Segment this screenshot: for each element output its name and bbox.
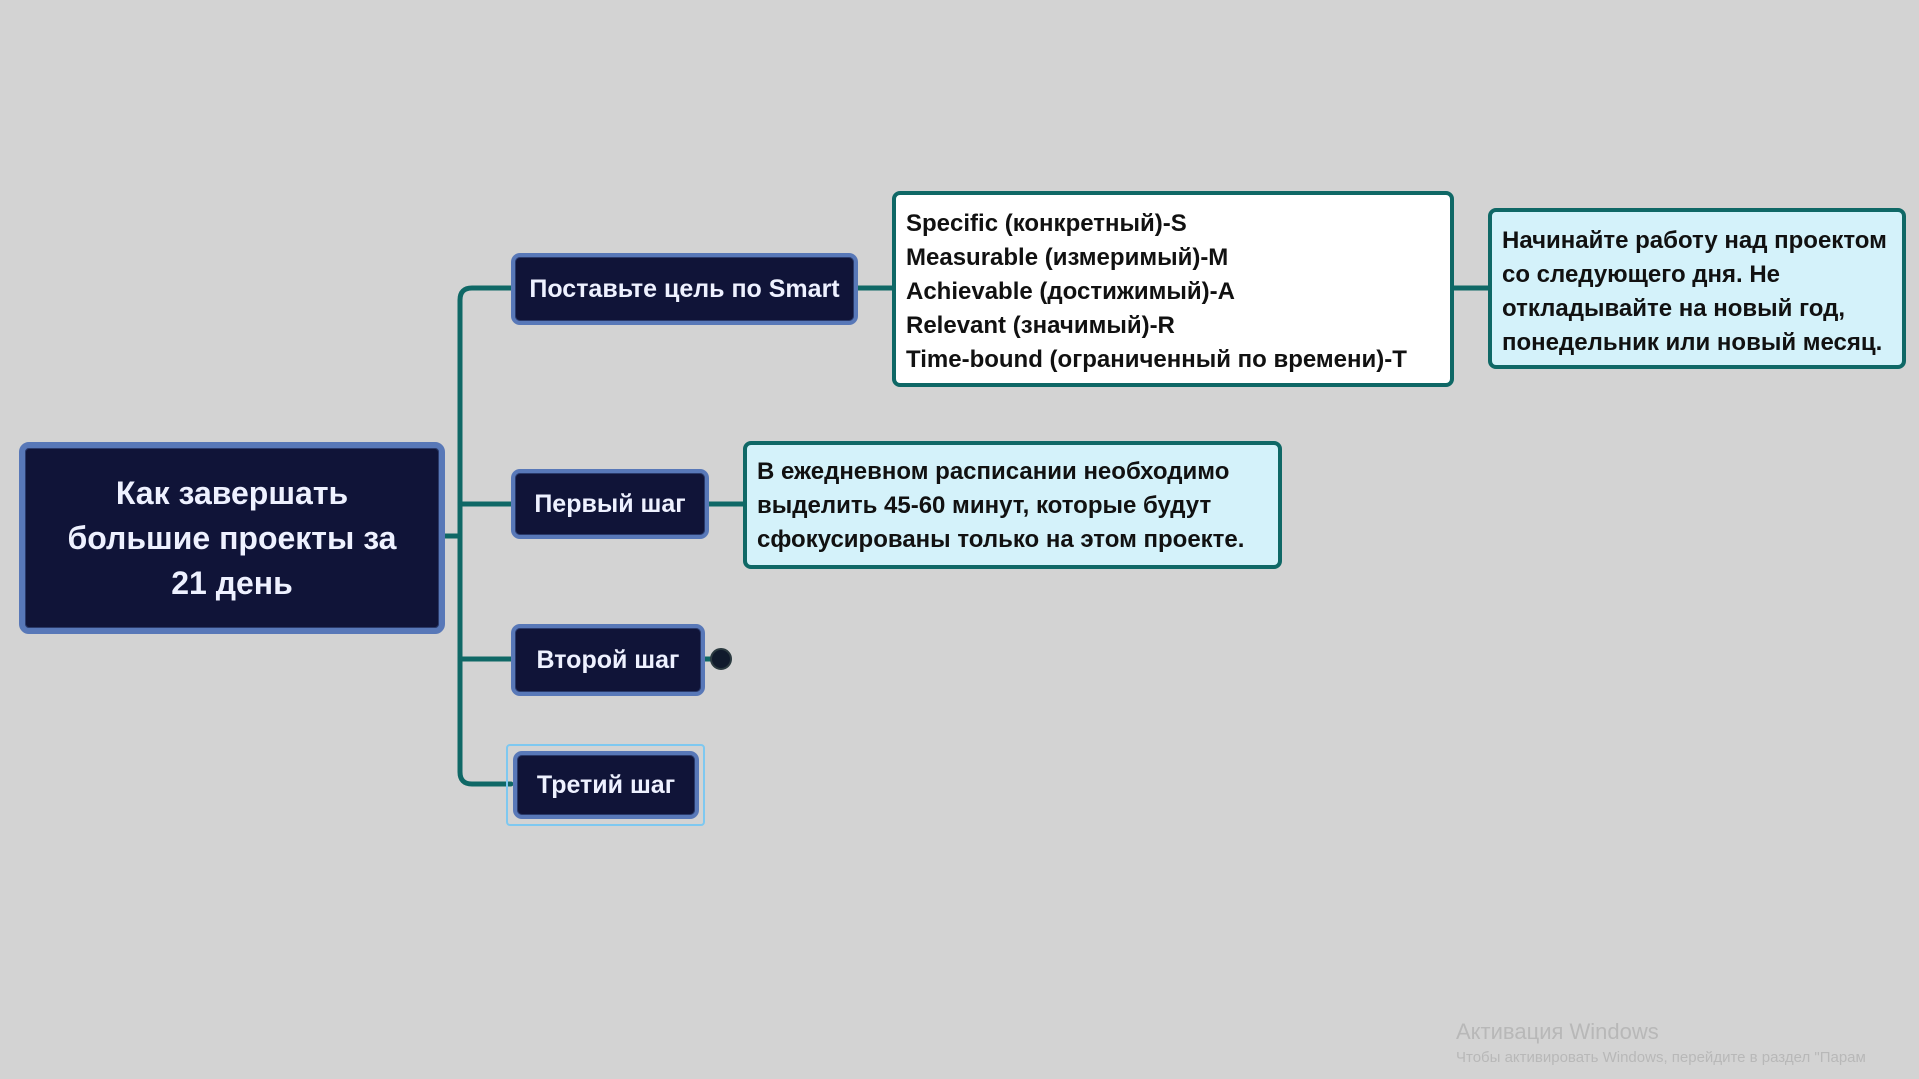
branch-node-label: Третий шаг [536,770,676,799]
selection-outline [506,744,705,826]
smart-line-specific: Specific (конкретный)-S [906,210,1187,237]
branch-node-third-step[interactable]: Третий шаг [513,751,699,819]
branch-node-first-step[interactable]: Первый шаг [511,469,709,539]
smart-line-measurable: Measurable (измеримый)-M [906,244,1229,271]
smart-line-relevant: Relevant (значимый)-R [906,312,1175,339]
watermark-title: Активация Windows [1456,1019,1659,1044]
smart-note-box[interactable]: Начинайте работу над проектом со следующ… [1488,208,1906,369]
first-step-note-box[interactable]: В ежедневном расписании необходимо выдел… [743,441,1282,569]
branch-node-label: Второй шаг [536,645,680,674]
watermark-subtitle: Чтобы активировать Windows, перейдите в … [1456,1049,1866,1066]
branch-node-smart[interactable]: Поставьте цель по Smart [511,253,858,325]
smart-note-text: Начинайте работу над проектом со следующ… [1502,227,1887,356]
branch-node-label: Первый шаг [534,489,686,518]
windows-activation-watermark: Активация Windows Чтобы активировать Win… [1456,1018,1866,1070]
root-node-label: Как завершать большие проекты за 21 день [67,474,397,601]
root-node[interactable]: Как завершать большие проекты за 21 день [19,442,445,634]
first-step-note-text: В ежедневном расписании необходимо выдел… [757,458,1245,553]
connector-trunk-vertical [457,285,514,787]
branch-node-second-step[interactable]: Второй шаг [511,624,705,696]
smart-detail-box[interactable]: Specific (конкретный)-S Measurable (изме… [892,191,1454,387]
smart-line-time-bound: Time-bound (ограниченный по времени)-T [906,346,1407,373]
branch-node-label: Поставьте цель по Smart [529,274,840,303]
smart-line-achievable: Achievable (достижимый)-A [906,278,1235,305]
collapsed-branch-indicator[interactable] [710,648,732,670]
